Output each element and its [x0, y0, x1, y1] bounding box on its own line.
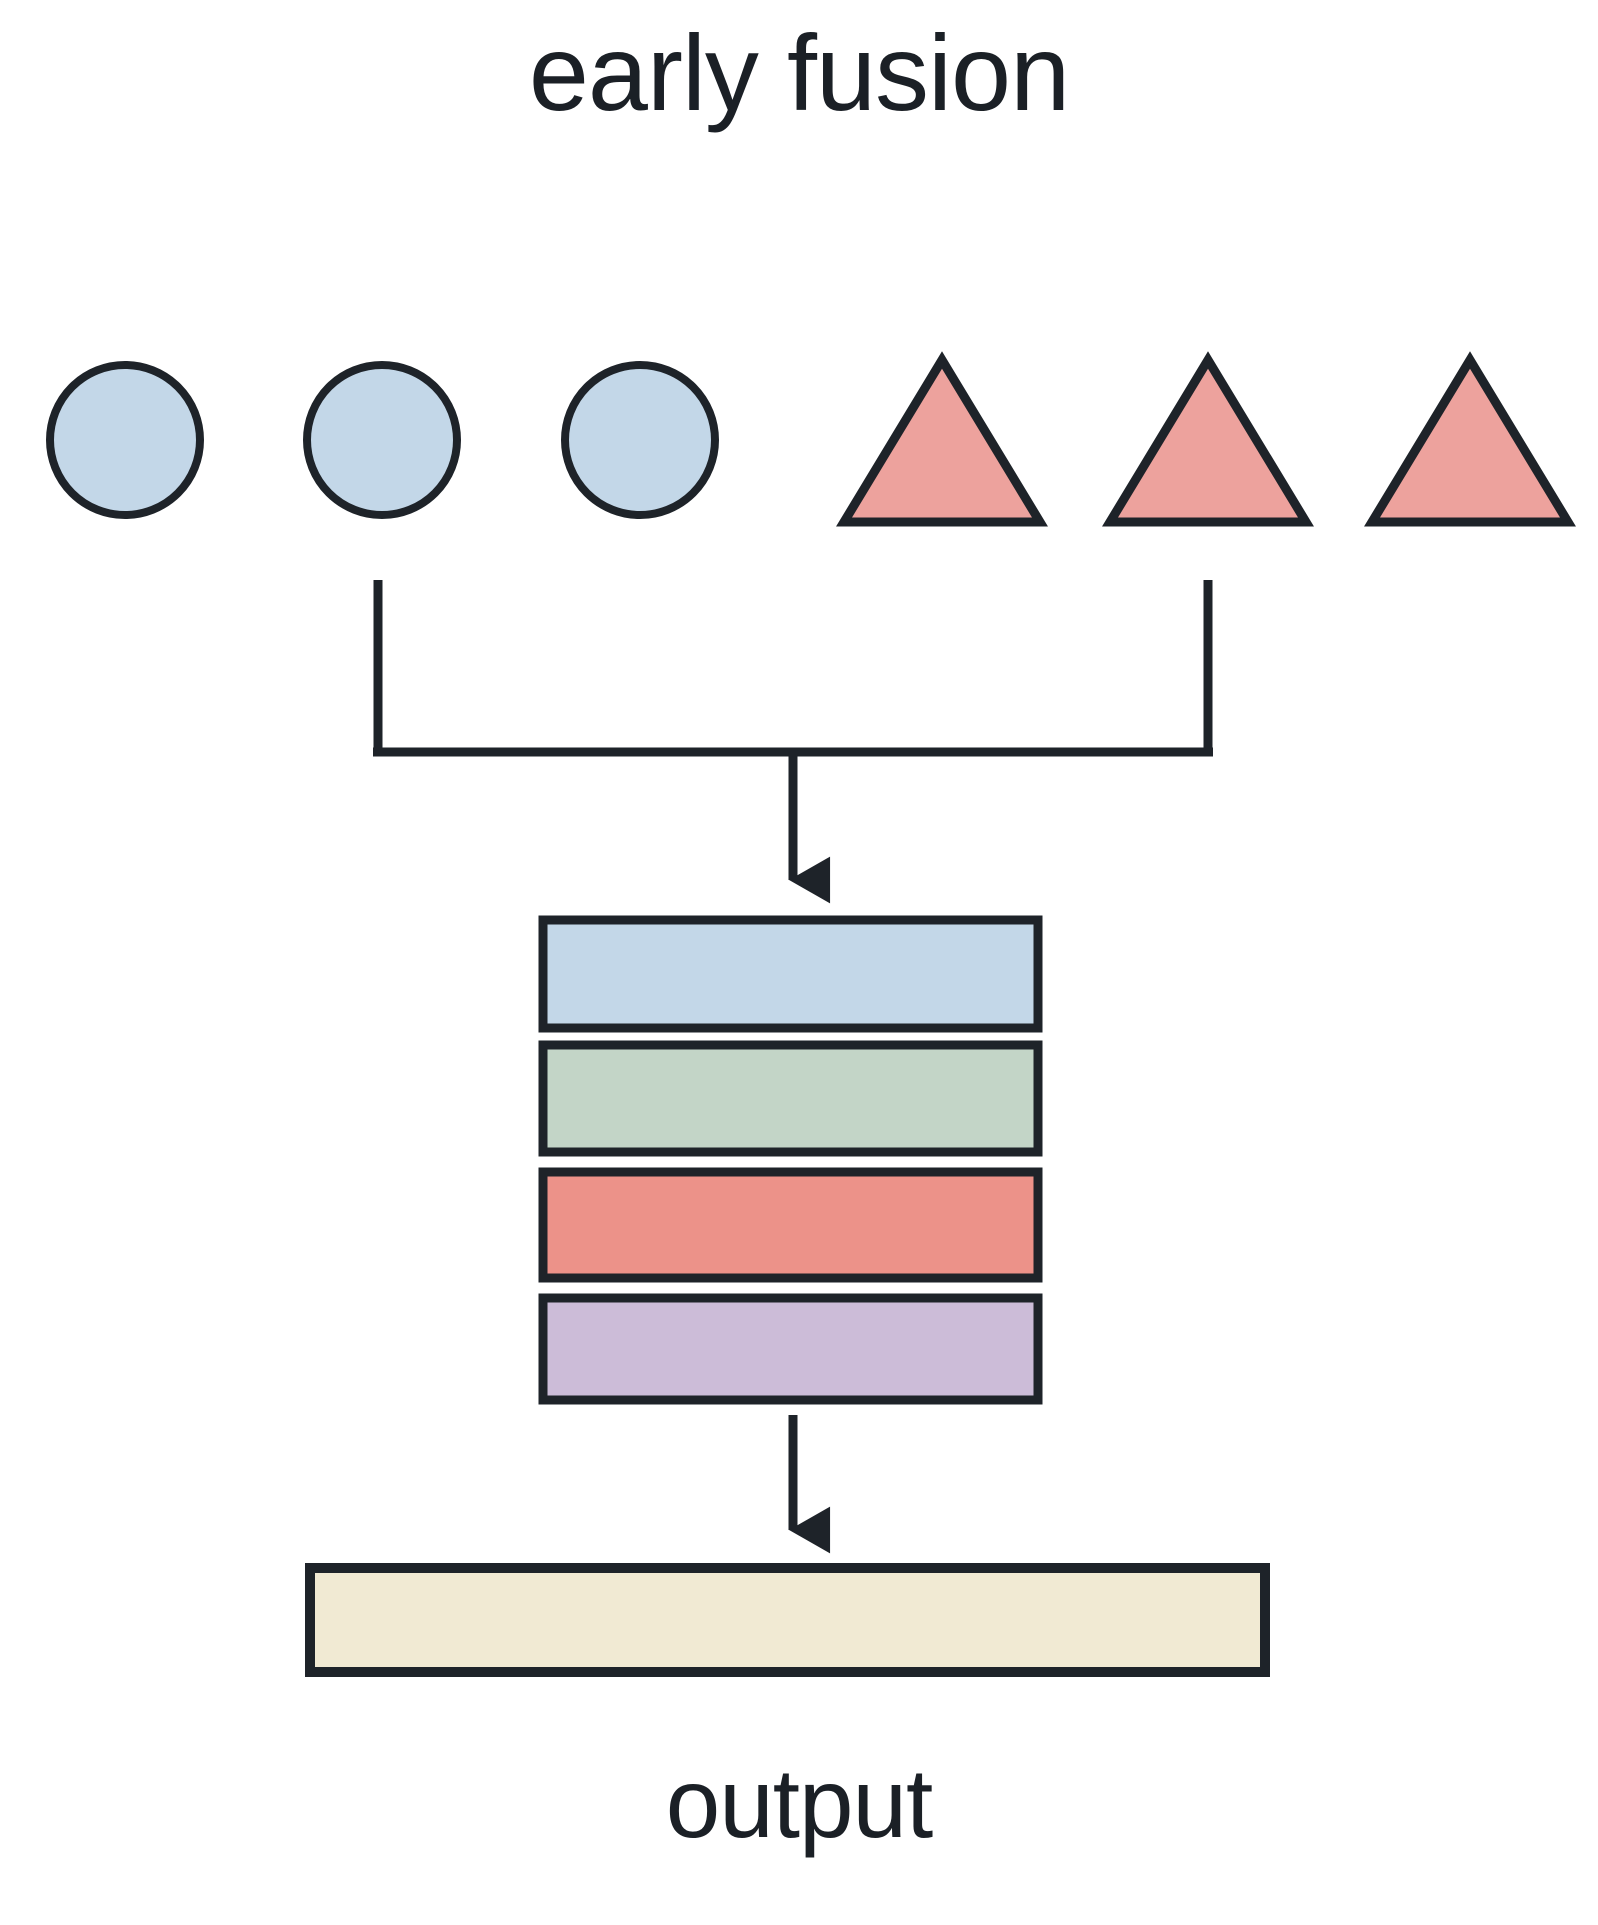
triangle-token-3 [1364, 351, 1576, 527]
layer-4 [538, 1293, 1043, 1405]
fusion-bracket [373, 580, 1213, 757]
page-title: early fusion [528, 12, 1070, 133]
triangle-token-2 [1102, 351, 1314, 527]
layer-1 [538, 915, 1043, 1033]
model-layer-stack [538, 915, 1043, 1405]
layer-3 [538, 1167, 1043, 1283]
circle-token-group [46, 361, 719, 519]
output-bar [305, 1563, 1270, 1677]
triangle-token-1 [836, 351, 1048, 527]
circle-token-3 [561, 361, 719, 519]
output-label: output [665, 1748, 933, 1858]
triangle-token-group [836, 351, 1576, 527]
circle-token-1 [46, 361, 204, 519]
layer-2 [538, 1040, 1043, 1157]
circle-token-2 [303, 361, 461, 519]
